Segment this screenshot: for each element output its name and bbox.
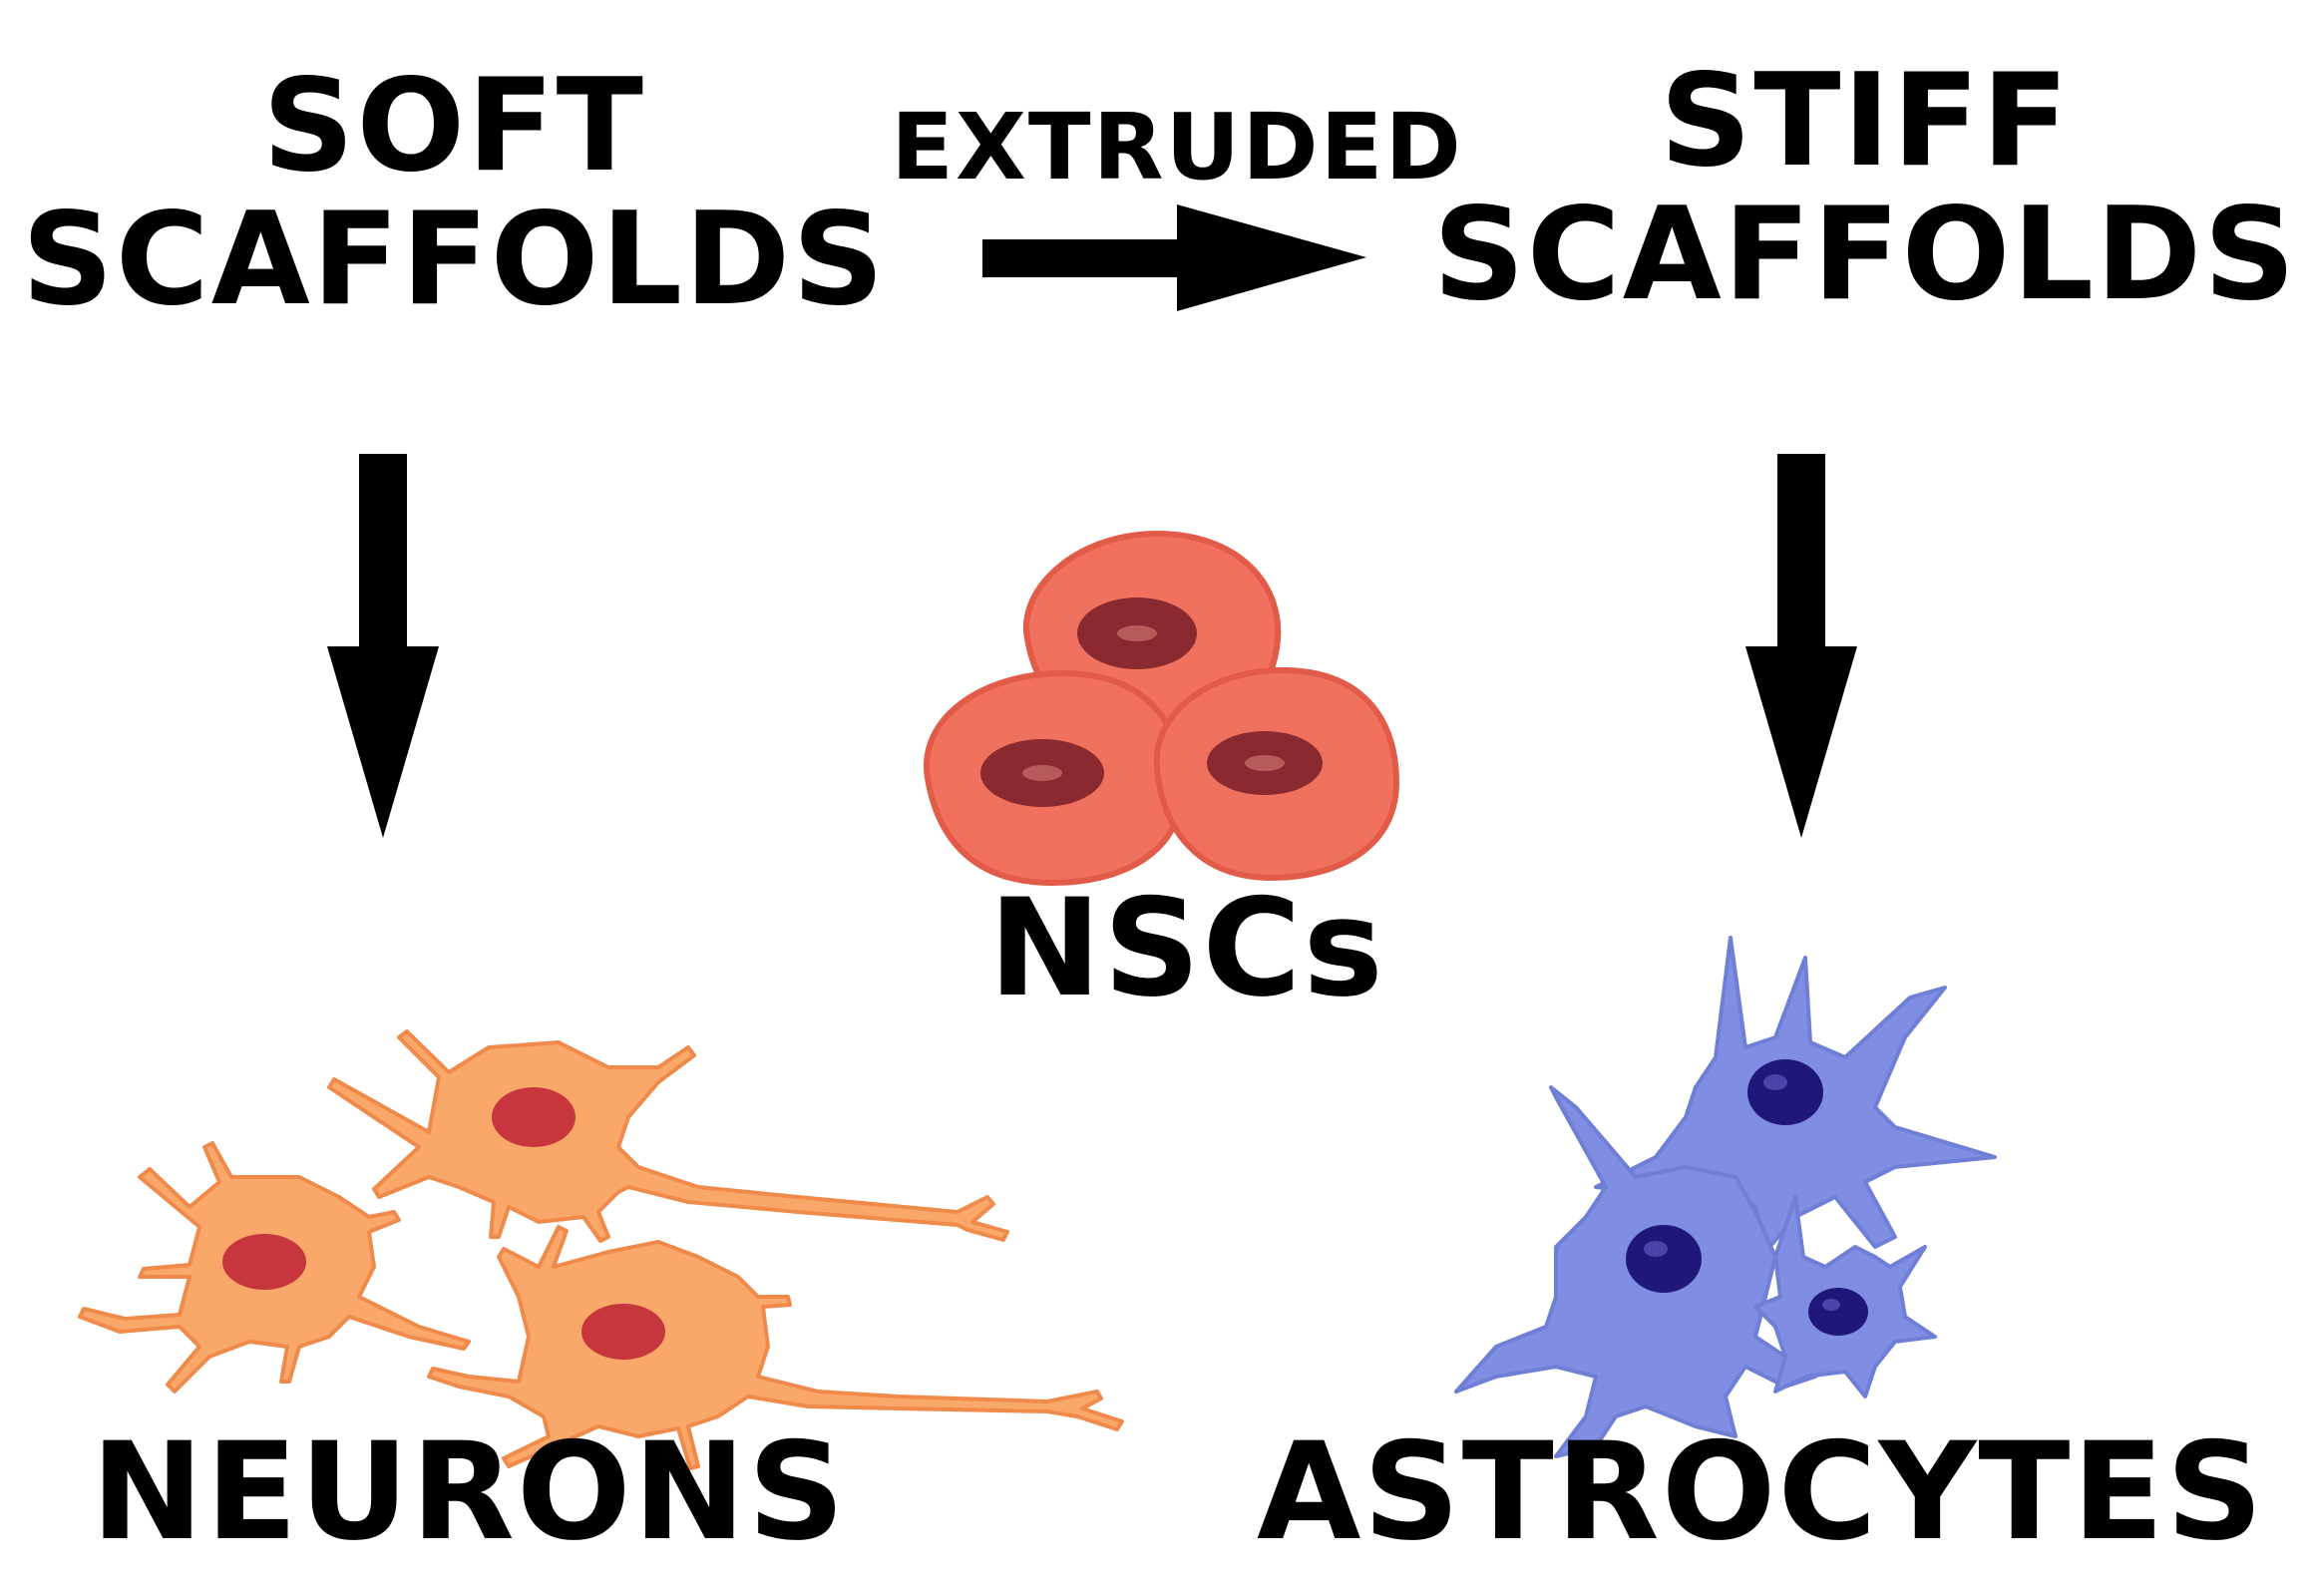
astrocyte-cell-large	[1454, 1085, 1817, 1458]
neuron-cell-left	[78, 1141, 471, 1394]
nsc-cell-right	[1153, 666, 1400, 882]
soft-line-1: SOFT	[262, 52, 645, 200]
neuron-cell-bottom	[427, 1225, 1124, 1470]
nsc-cluster	[923, 530, 1400, 887]
neuron-cell-top	[327, 1029, 1009, 1243]
neuron-cluster	[78, 1029, 1124, 1470]
stiff-line-2: SCAFFOLDS	[1432, 181, 2298, 330]
stiff-scaffolds-label: STIFF SCAFFOLDS	[1426, 47, 2304, 330]
soft-line-2: SCAFFOLDS	[21, 186, 887, 335]
nsc-cell-left	[923, 669, 1186, 887]
soft-scaffolds-label: SOFT SCAFFOLDS	[20, 52, 888, 335]
astrocyte-cell-small	[1753, 1195, 1937, 1398]
extruded-arrow	[982, 204, 1366, 311]
neurons-label: NEURONS	[91, 1413, 847, 1570]
astrocyte-cluster	[1454, 936, 1997, 1458]
nscs-label: NSCs	[988, 870, 1385, 1026]
astrocytes-label: ASTROCYTES	[1257, 1413, 2265, 1570]
stiff-line-1: STIFF	[1660, 47, 2071, 196]
extruded-label: EXTRUDED	[891, 94, 1463, 200]
stiff-to-astrocytes-arrow	[1745, 454, 1857, 838]
soft-to-neurons-arrow	[327, 454, 439, 838]
